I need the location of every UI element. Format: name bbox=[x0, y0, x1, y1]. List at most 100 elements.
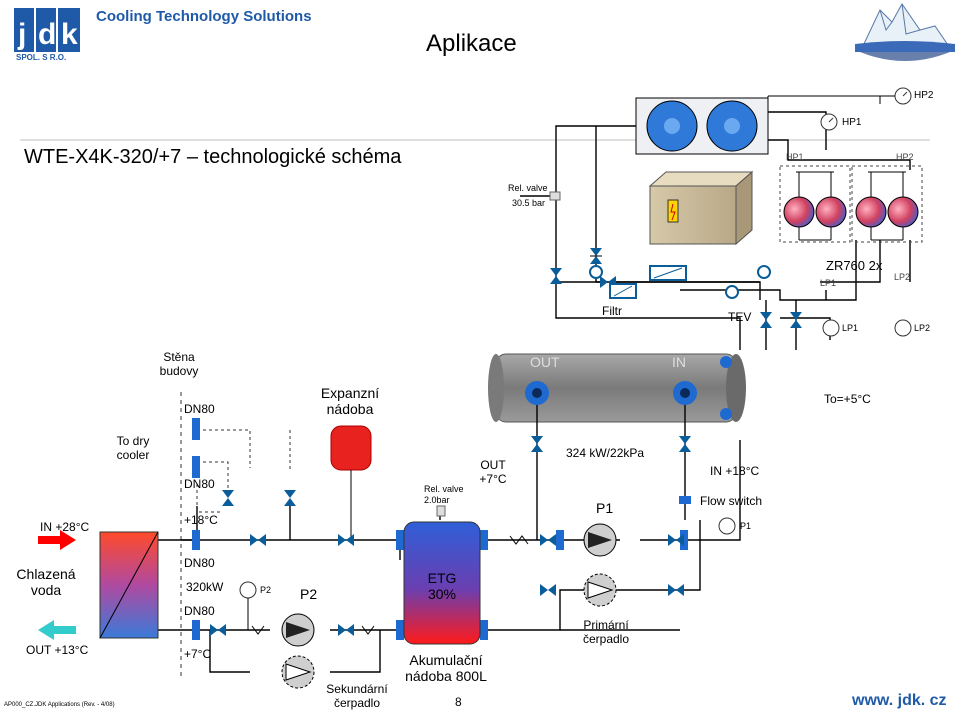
dn80-label: DN80 bbox=[184, 477, 215, 491]
p2-gauge-label: P2 bbox=[260, 585, 272, 595]
dn80-label: DN80 bbox=[184, 556, 215, 570]
strainer-icon bbox=[361, 625, 375, 635]
evaporator-out-label: OUT bbox=[530, 354, 560, 370]
document-code: AP000_CZ.JDK Applications (Rev. - 4/08) bbox=[4, 702, 115, 708]
lp1-mid-label: LP1 bbox=[820, 278, 837, 288]
relief-valve-icon bbox=[436, 505, 446, 517]
lp1-pressure-gauge-icon bbox=[822, 319, 840, 337]
expansion-vessel-label: Expanzní nádoba bbox=[320, 385, 380, 417]
page-title: Aplikace bbox=[426, 30, 517, 57]
plus18-label: +18°C bbox=[184, 513, 218, 527]
chilled-water-label: Chlazená voda bbox=[16, 566, 76, 598]
compressors-label: ZR760 2x bbox=[826, 258, 883, 273]
svg-text:k: k bbox=[61, 18, 78, 51]
valve-icon bbox=[540, 584, 556, 596]
evaporator-in-label: IN bbox=[672, 354, 686, 370]
dn80-label: DN80 bbox=[184, 402, 215, 416]
wall-label: Stěna budovy bbox=[159, 350, 199, 378]
strainer-icon bbox=[509, 535, 529, 545]
valve-icon bbox=[760, 312, 772, 328]
valve-icon bbox=[250, 534, 266, 546]
hp2-mid-label: HP2 bbox=[896, 152, 914, 162]
condenser bbox=[635, 97, 769, 155]
in-plus18-label: IN +18°C bbox=[710, 464, 760, 478]
valve-icon bbox=[222, 490, 234, 506]
valve-icon bbox=[668, 584, 684, 596]
to-dry-cooler-label: To dry cooler bbox=[116, 434, 150, 462]
evaporator bbox=[488, 353, 746, 423]
valve-icon bbox=[284, 490, 296, 506]
valve-icon bbox=[550, 268, 562, 284]
to-temperature-label: To=+5°C bbox=[824, 392, 871, 406]
iceberg-icon bbox=[855, 3, 955, 61]
website-link[interactable]: www. jdk. cz bbox=[852, 692, 947, 709]
etg-label: ETG 30% bbox=[427, 570, 457, 602]
inlet-arrow-icon bbox=[38, 530, 76, 550]
electrical-cabinet bbox=[648, 170, 754, 246]
capacity-320kw-label: 320kW bbox=[186, 580, 224, 594]
heat-exchanger bbox=[99, 531, 159, 639]
primary-pump-icon bbox=[583, 523, 617, 557]
flow-switch-label: Flow switch bbox=[700, 494, 763, 508]
accumulation-tank-label: Akumulační nádoba 800L bbox=[405, 652, 487, 684]
valve-icon bbox=[531, 436, 543, 452]
valve-icon bbox=[790, 312, 802, 328]
sight-glass-icon bbox=[757, 265, 771, 279]
filter-icon bbox=[609, 283, 637, 299]
lp2-low-label: LP2 bbox=[914, 323, 931, 333]
diagram-title: WTE-X4K-320/+7 – technologické schéma bbox=[24, 146, 402, 168]
accumulation-tank bbox=[403, 521, 481, 645]
rel-valve-top-setting: 30.5 bar bbox=[512, 198, 546, 208]
p1-pressure-gauge-icon bbox=[718, 517, 736, 535]
valve-icon bbox=[590, 248, 602, 264]
jdk-logo: j d k SPOL. S R.O. bbox=[14, 8, 80, 62]
filter-label: Filtr bbox=[602, 304, 622, 318]
hp2-pressure-gauge-icon bbox=[894, 87, 912, 105]
valve-icon bbox=[540, 534, 556, 546]
lp1-low-label: LP1 bbox=[842, 323, 859, 333]
flow-switch-icon bbox=[679, 496, 691, 504]
lp2-mid-label: LP2 bbox=[894, 272, 911, 282]
rel-valve-low-label: Rel. valve 2.0bar bbox=[424, 484, 464, 505]
valve-icon bbox=[338, 624, 354, 636]
p1-label: P1 bbox=[596, 500, 614, 516]
svg-text:j: j bbox=[17, 18, 26, 51]
secondary-pump-icon bbox=[281, 613, 315, 647]
hp2-top-label: HP2 bbox=[914, 90, 934, 101]
p2-pressure-gauge-icon bbox=[239, 581, 257, 599]
primary-pump-standby-icon bbox=[583, 573, 617, 607]
valve-icon bbox=[210, 624, 226, 636]
svg-text:SPOL. S R.O.: SPOL. S R.O. bbox=[16, 53, 66, 62]
secondary-pump-label: Sekundární čerpadlo bbox=[326, 682, 388, 710]
capacity-pressure-label: 324 kW/22kPa bbox=[566, 446, 645, 460]
secondary-pump-standby-icon bbox=[281, 655, 315, 689]
brand-tagline: Cooling Technology Solutions bbox=[96, 8, 312, 25]
tev-icon bbox=[725, 285, 739, 299]
sight-glass-icon bbox=[589, 265, 603, 279]
dn80-label: DN80 bbox=[184, 604, 215, 618]
lp2-pressure-gauge-icon bbox=[894, 319, 912, 337]
svg-text:d: d bbox=[38, 18, 56, 51]
expansion-vessel bbox=[330, 425, 372, 540]
p2-label: P2 bbox=[300, 586, 318, 602]
p1-gauge-label: P1 bbox=[740, 521, 752, 531]
out-plus7-label: OUT +7°C bbox=[479, 458, 507, 486]
out-plus13-label: OUT +13°C bbox=[26, 643, 89, 657]
check-valve-icon bbox=[251, 625, 265, 635]
primary-pump-label: Primární čerpadlo bbox=[582, 618, 630, 646]
page-number: 8 bbox=[455, 695, 462, 709]
rel-valve-top-label: Rel. valve bbox=[508, 183, 548, 193]
plus7-label: +7°C bbox=[184, 647, 212, 661]
valve-icon bbox=[338, 534, 354, 546]
filter-drier-icon bbox=[649, 265, 687, 281]
valve-icon bbox=[668, 534, 684, 546]
hp1-mid-label: HP1 bbox=[786, 152, 804, 162]
outlet-arrow-icon bbox=[38, 620, 76, 640]
in-plus28-label: IN +28°C bbox=[40, 520, 90, 534]
tev-label: TEV bbox=[728, 310, 752, 324]
compressor-rack bbox=[779, 165, 923, 243]
dry-cooler-lines bbox=[196, 429, 291, 513]
hp1-pressure-gauge-icon bbox=[820, 113, 838, 131]
valve-icon bbox=[679, 436, 691, 452]
